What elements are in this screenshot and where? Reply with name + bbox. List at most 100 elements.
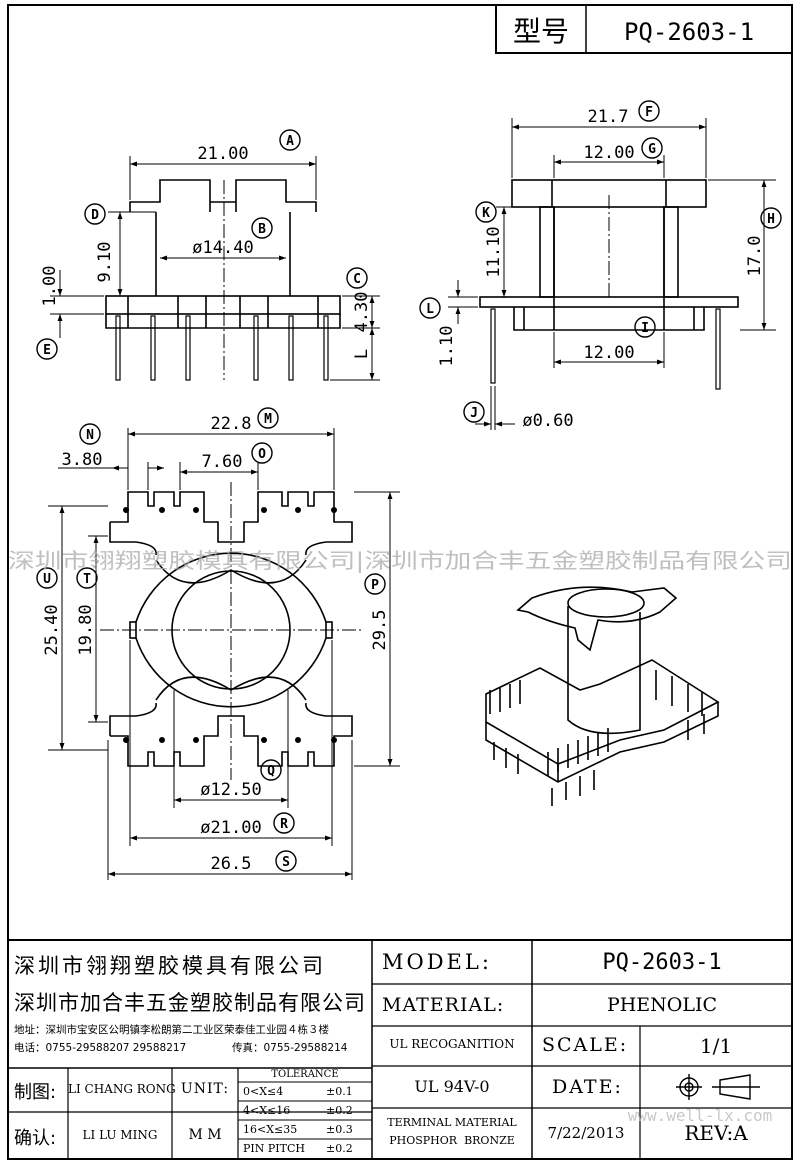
- dim-s-value: 26.5: [211, 854, 252, 874]
- dim-f-value: 21.7: [588, 107, 629, 127]
- front-view-pins: [115, 315, 329, 381]
- company-address: 地址：深圳市宝安区公明镇李松朗第二工业区荣泰佳工业园４栋３楼: [14, 1024, 329, 1036]
- checked-label: 确认:: [14, 1128, 57, 1149]
- svg-text:C: C: [353, 272, 361, 287]
- tolerance-value-3: ±0.3: [326, 1123, 353, 1136]
- date-label: DATE:: [552, 1076, 623, 1098]
- svg-text:L: L: [426, 302, 434, 317]
- marker-p: P: [364, 573, 386, 595]
- svg-text:P: P: [371, 578, 379, 593]
- dim-i-value: 12.00: [583, 343, 634, 363]
- marker-m: M: [257, 407, 279, 429]
- watermark-site: www.well-lx.com: [628, 1106, 773, 1125]
- projection-symbol-icon: [676, 1074, 760, 1100]
- dim-l2-value: 1.10: [437, 326, 457, 367]
- front-view: [105, 179, 341, 329]
- side-dim-lines: [448, 118, 776, 430]
- tolerance-value-2: ±0.2: [326, 1104, 353, 1117]
- dim-k-value: 11.10: [484, 226, 504, 277]
- side-view-pins: [490, 308, 721, 390]
- svg-text:I: I: [641, 321, 649, 336]
- svg-text:J: J: [470, 406, 478, 421]
- circled-markers: A B C D E F G H I J K L M N O P Q R S T …: [36, 100, 782, 872]
- marker-j: J: [463, 401, 485, 423]
- isometric-view: [485, 586, 720, 806]
- model-label: MODEL:: [382, 950, 492, 974]
- revision: REV:A: [684, 1121, 748, 1145]
- terminal-value: PHOSPHOR BRONZE: [389, 1134, 515, 1147]
- scale-label: SCALE:: [542, 1034, 629, 1056]
- svg-text:T: T: [83, 572, 91, 587]
- company-fax: 传真：0755-29588214: [232, 1042, 348, 1054]
- dim-o-value: 7.60: [202, 452, 243, 472]
- tolerance-title: TOLERANCE: [271, 1069, 339, 1080]
- svg-text:G: G: [648, 142, 656, 157]
- top-view-pin-holes: [123, 507, 337, 743]
- dim-d-value: 9.10: [95, 242, 115, 283]
- front-dim-lines: [50, 156, 380, 381]
- svg-text:O: O: [258, 447, 266, 462]
- marker-h: H: [760, 207, 782, 229]
- dim-r-value: ø21.00: [200, 818, 261, 838]
- dim-n-value: 3.80: [62, 450, 103, 470]
- marker-d: D: [84, 203, 106, 225]
- dim-p-value: 29.5: [370, 610, 390, 651]
- tolerance-value-4: ±0.2: [326, 1142, 353, 1155]
- ul-value: UL 94V-0: [414, 1077, 490, 1096]
- header-model-label: 型号: [513, 15, 569, 48]
- marker-l: L: [419, 297, 441, 319]
- tolerance-value-1: ±0.1: [326, 1085, 353, 1098]
- marker-b: B: [251, 217, 273, 239]
- drawn-by: LI CHANG RONG: [68, 1082, 176, 1096]
- svg-text:M: M: [264, 412, 272, 427]
- company-phone: 电话：0755-29588207 29588217: [14, 1042, 187, 1054]
- dim-b-value: ø14.40: [192, 238, 253, 258]
- marker-e: E: [36, 338, 58, 360]
- svg-text:D: D: [91, 208, 99, 223]
- svg-text:S: S: [282, 855, 290, 870]
- ul-label: UL RECOGANITION: [389, 1037, 515, 1051]
- dim-m-value: 22.8: [211, 414, 252, 434]
- tolerance-range-2: 4<X≤16: [243, 1104, 291, 1117]
- marker-c: C: [346, 267, 368, 289]
- date-value: 7/22/2013: [547, 1124, 625, 1142]
- material-label: MATERIAL:: [382, 994, 505, 1016]
- company-name-secondary: 深圳市加合丰五金塑胶制品有限公司: [14, 991, 366, 1015]
- dim-j-value: ø0.60: [522, 411, 573, 431]
- tolerance-range-3: 16<X≤35: [243, 1123, 298, 1136]
- title-block-grid: [8, 939, 792, 1159]
- sheet-frame: [7, 4, 793, 1160]
- marker-k: K: [475, 201, 497, 223]
- model-value: PQ-2603-1: [602, 950, 722, 975]
- marker-r: R: [273, 812, 295, 834]
- dim-h-value: 17.0: [745, 236, 765, 277]
- svg-text:F: F: [645, 105, 653, 120]
- marker-u: U: [36, 567, 58, 589]
- dim-t-value: 19.80: [76, 604, 96, 655]
- dim-u-value: 25.40: [42, 604, 62, 655]
- svg-text:H: H: [767, 212, 775, 227]
- dim-e-value: 1.00: [40, 266, 60, 307]
- svg-text:N: N: [86, 428, 94, 443]
- svg-text:E: E: [43, 343, 51, 358]
- tolerance-range-1: 0<X≤4: [243, 1085, 284, 1098]
- dim-g-value: 12.00: [583, 143, 634, 163]
- marker-q: Q: [260, 759, 282, 781]
- marker-a: A: [279, 129, 301, 151]
- tolerance-range-4: PIN PITCH: [243, 1142, 305, 1155]
- checked-by: LI LU MING: [82, 1128, 158, 1142]
- company-name-primary: 深圳市翎翔塑胶模具有限公司: [14, 954, 326, 978]
- dim-l-value: L: [352, 349, 372, 359]
- svg-text:A: A: [286, 134, 294, 149]
- watermark-text: 深圳市翎翔塑胶模具有限公司|深圳市加合丰五金塑胶制品有限公司: [8, 549, 792, 574]
- header-model-value: PQ-2603-1: [624, 18, 754, 46]
- marker-o: O: [251, 442, 273, 464]
- dim-a-value: 21.00: [197, 144, 248, 164]
- svg-text:R: R: [280, 817, 288, 832]
- unit-label: UNIT:: [180, 1081, 230, 1097]
- svg-text:K: K: [482, 206, 490, 221]
- drawn-label: 制图:: [14, 1082, 57, 1103]
- svg-text:Q: Q: [267, 764, 275, 779]
